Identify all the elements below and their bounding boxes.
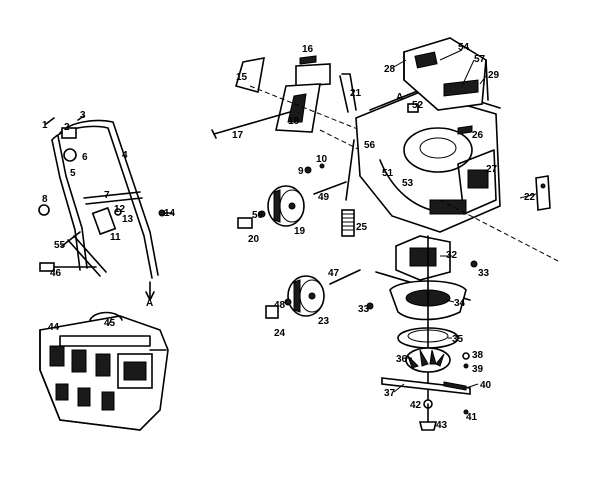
label-52: 52 — [412, 100, 424, 111]
washer-50 — [258, 210, 266, 218]
cable-clip-11 — [91, 206, 117, 236]
screw-41 — [463, 409, 469, 415]
label-22: 22 — [524, 192, 536, 203]
screw-33a — [470, 260, 478, 268]
label-43: 43 — [436, 420, 448, 431]
label-49: 49 — [318, 192, 330, 203]
spring-25 — [341, 209, 355, 237]
motor-assembly — [366, 235, 478, 431]
washer-48 — [284, 298, 292, 306]
catcher-handle — [89, 311, 123, 321]
label-11: 11 — [110, 232, 121, 243]
part-39 — [463, 363, 469, 369]
label-17: 17 — [232, 130, 244, 141]
label-44: 44 — [48, 322, 60, 333]
label-24: 24 — [274, 328, 286, 339]
label-14: 14 — [164, 208, 176, 219]
label-34: 34 — [454, 298, 466, 309]
label-48: 48 — [274, 300, 286, 311]
label-19: 19 — [294, 226, 306, 237]
plate-15 — [235, 56, 265, 94]
label-10: 10 — [316, 154, 328, 165]
axle-49 — [313, 181, 347, 195]
switch-housing — [63, 148, 77, 162]
rear-cover — [403, 37, 489, 111]
cap-20 — [237, 217, 253, 229]
cap-24 — [265, 305, 279, 319]
label-53: 53 — [402, 178, 414, 189]
label-13: 13 — [122, 214, 134, 225]
ref-label-a-handle: A — [146, 298, 153, 309]
label-42: 42 — [410, 400, 422, 411]
label-9: 9 — [298, 166, 304, 177]
label-18: 18 — [288, 116, 300, 127]
handle-assembly — [38, 115, 173, 301]
label-26: 26 — [472, 130, 484, 141]
part-38 — [462, 352, 470, 360]
label-27: 27 — [486, 164, 498, 175]
label-55: 55 — [54, 240, 66, 251]
label-33-right: 33 — [478, 268, 490, 279]
label-8: 8 — [42, 194, 48, 205]
label-25: 25 — [356, 222, 368, 233]
label-33-left: 33 — [358, 304, 370, 315]
axle-47 — [329, 269, 361, 285]
label-5: 5 — [70, 168, 76, 179]
label-23: 23 — [318, 316, 330, 327]
fan-36 — [405, 347, 451, 373]
label-20: 20 — [248, 234, 260, 245]
label-38: 38 — [472, 350, 484, 361]
label-36: 36 — [396, 354, 408, 365]
label-7: 7 — [104, 190, 110, 201]
ref-label-a-deck: A — [396, 92, 403, 103]
label-46: 46 — [50, 268, 62, 279]
label-15: 15 — [236, 72, 248, 83]
label-12: 12 — [114, 204, 126, 215]
label-4: 4 — [122, 150, 128, 161]
label-40: 40 — [480, 380, 492, 391]
clip-21 — [341, 73, 357, 111]
leader-lines — [107, 49, 537, 393]
bolt-43 — [418, 421, 438, 431]
top-parts — [211, 55, 361, 151]
label-57: 57 — [474, 54, 486, 65]
label-29: 29 — [488, 70, 500, 81]
bracket-16 — [295, 63, 331, 87]
label-6: 6 — [82, 152, 88, 163]
rod-17 — [213, 111, 291, 135]
washer-10 — [319, 163, 325, 169]
blade-37 — [381, 377, 471, 395]
label-16: 16 — [302, 44, 314, 55]
label-3: 3 — [80, 110, 86, 121]
cap-52 — [407, 103, 419, 113]
label-51: 51 — [382, 168, 394, 179]
label-54: 54 — [458, 42, 470, 53]
label-41: 41 — [466, 412, 478, 423]
grass-catcher — [39, 311, 169, 431]
clip-22 — [535, 175, 551, 211]
label-28: 28 — [384, 64, 396, 75]
label-57 — [443, 79, 479, 97]
screw-9 — [304, 166, 312, 174]
label-50: 50 — [252, 210, 264, 221]
label-56: 56 — [364, 140, 376, 151]
label-35: 35 — [452, 334, 464, 345]
label-1: 1 — [42, 120, 48, 131]
lower-handle-55 — [67, 239, 101, 277]
label-21: 21 — [350, 88, 362, 99]
label-47: 47 — [328, 268, 340, 279]
label-39: 39 — [472, 364, 484, 375]
front-wheel-23 — [287, 275, 325, 317]
label-37: 37 — [384, 388, 396, 399]
motor-well — [403, 127, 473, 173]
callout-labels: 1 2 3 4 5 6 7 8 9 10 11 12 13 14 15 16 1… — [42, 42, 536, 431]
clip-26 — [457, 125, 473, 135]
rear-wheel-19 — [267, 185, 305, 227]
screw-33b — [366, 302, 374, 310]
knob-8 — [38, 204, 50, 216]
label-2: 2 — [64, 122, 70, 133]
